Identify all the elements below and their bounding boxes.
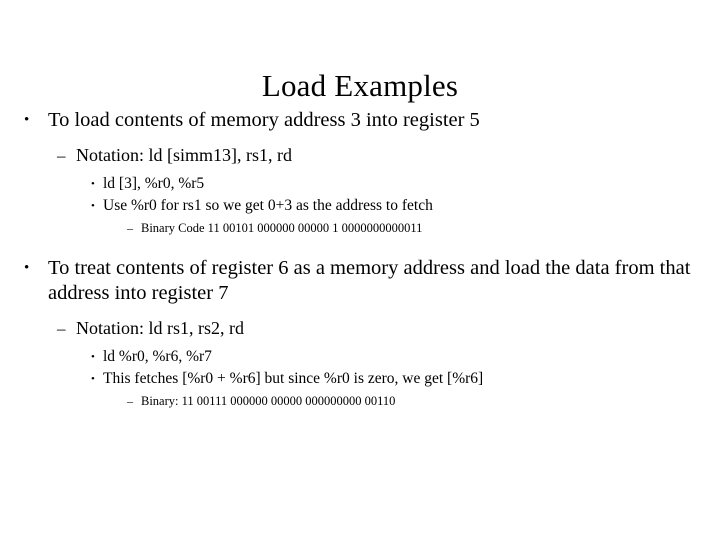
bullet-marker-level3: • xyxy=(91,373,95,385)
bullet-text: Notation: ld [simm13], rs1, rd xyxy=(76,145,292,165)
bullet-text: ld [3], %r0, %r5 xyxy=(103,175,205,192)
binary-code-text: Binary Code 11 00101 000000 00000 1 0000… xyxy=(141,221,423,235)
page-title: Load Examples xyxy=(261,67,459,103)
bullet-text: Notation: ld rs1, rs2, rd xyxy=(76,318,244,338)
bullet-marker-level4: – xyxy=(127,394,133,408)
slide-body: • To load contents of memory address 3 i… xyxy=(0,108,720,410)
bullet-text: ld %r0, %r6, %r7 xyxy=(103,348,212,365)
bullet-marker-level3: • xyxy=(91,178,95,190)
bullet-marker-level2: – xyxy=(57,146,66,165)
bullet-marker-level3: • xyxy=(91,351,95,363)
bullet-level2: – Notation: ld [simm13], rs1, rd xyxy=(0,144,720,167)
bullet-text: This fetches [%r0 + %r6] but since %r0 i… xyxy=(103,370,484,387)
binary-code-text: Binary: 11 00111 000000 00000 000000000 … xyxy=(141,394,396,408)
bullet-level3: • This fetches [%r0 + %r6] but since %r0… xyxy=(0,369,720,389)
bullet-level1: • To load contents of memory address 3 i… xyxy=(0,108,720,133)
bullet-level2: – Notation: ld rs1, rs2, rd xyxy=(0,317,720,340)
bullet-level3: • Use %r0 for rs1 so we get 0+3 as the a… xyxy=(0,196,720,216)
bullet-marker-level1: • xyxy=(24,260,30,276)
bullet-marker-level1: • xyxy=(24,112,30,128)
bullet-level4: – Binary: 11 00111 000000 00000 00000000… xyxy=(0,393,720,410)
bullet-text: To load contents of memory address 3 int… xyxy=(48,109,480,131)
bullet-text: To treat contents of register 6 as a mem… xyxy=(48,257,691,304)
bullet-level3: • ld [3], %r0, %r5 xyxy=(0,174,720,194)
bullet-marker-level3: • xyxy=(91,200,95,212)
bullet-text: Use %r0 for rs1 so we get 0+3 as the add… xyxy=(103,197,433,214)
bullet-marker-level2: – xyxy=(57,319,66,338)
bullet-level1: • To treat contents of register 6 as a m… xyxy=(0,256,720,306)
bullet-level3: • ld %r0, %r6, %r7 xyxy=(0,347,720,367)
bullet-marker-level4: – xyxy=(127,221,133,235)
bullet-level4: – Binary Code 11 00101 000000 00000 1 00… xyxy=(0,220,720,237)
